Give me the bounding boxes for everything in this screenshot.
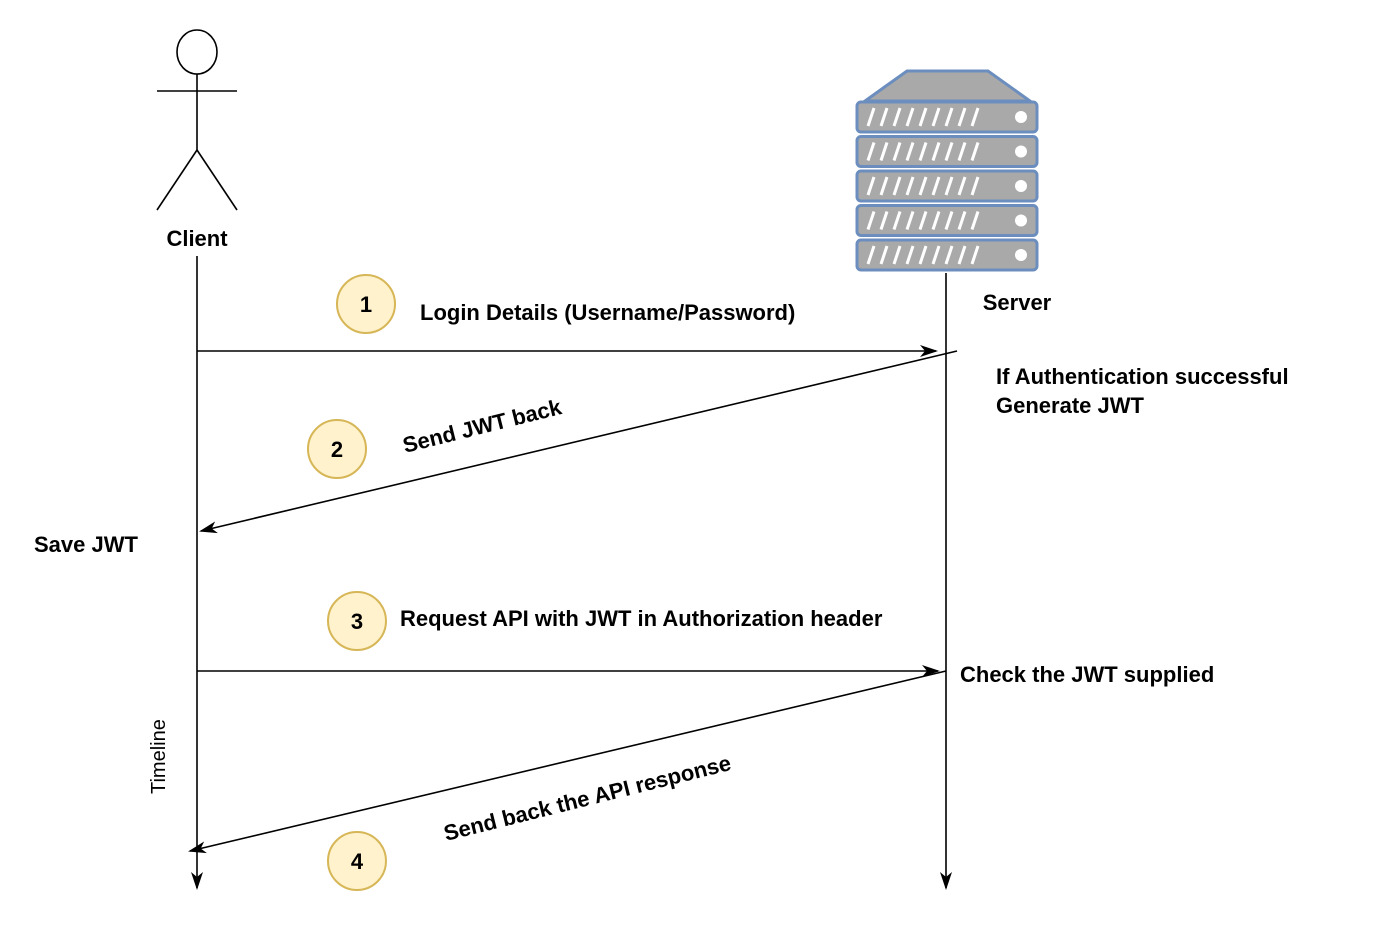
svg-text:2: 2 [331,437,343,462]
message-arrow-4 [188,670,947,854]
message-arrow-2 [199,350,958,534]
step-badge-2: 2 [307,419,367,479]
server-auth-note-line1: If Authentication successful [996,364,1289,389]
server-auth-note-line2: Generate JWT [996,393,1144,418]
server-rack-unit [855,169,1039,203]
step-label-2: Send JWT back [400,394,565,458]
server-rack-unit [855,238,1039,272]
step-badge-1: 1 [336,274,396,334]
client-save-note: Save JWT [34,532,138,557]
svg-text:1: 1 [360,292,372,317]
step-badge-3: 3 [327,591,387,651]
svg-text:3: 3 [351,609,363,634]
server-rack-icon [855,69,1039,272]
server-rack-unit [855,204,1039,237]
step-label-4: Send back the API response [441,750,733,846]
step-label-1: Login Details (Username/Password) [420,300,795,325]
svg-text:4: 4 [351,849,364,874]
client-label: Client [166,226,228,251]
server-label: Server [983,290,1052,315]
step-badge-4: 4 [327,831,387,891]
timeline-label: Timeline [148,719,170,794]
server-check-note: Check the JWT supplied [960,662,1214,687]
stick-figure-icon [156,29,238,211]
server-rack-unit [855,100,1039,134]
server-rack-unit [855,135,1039,168]
step-label-3: Request API with JWT in Authorization he… [400,606,883,631]
